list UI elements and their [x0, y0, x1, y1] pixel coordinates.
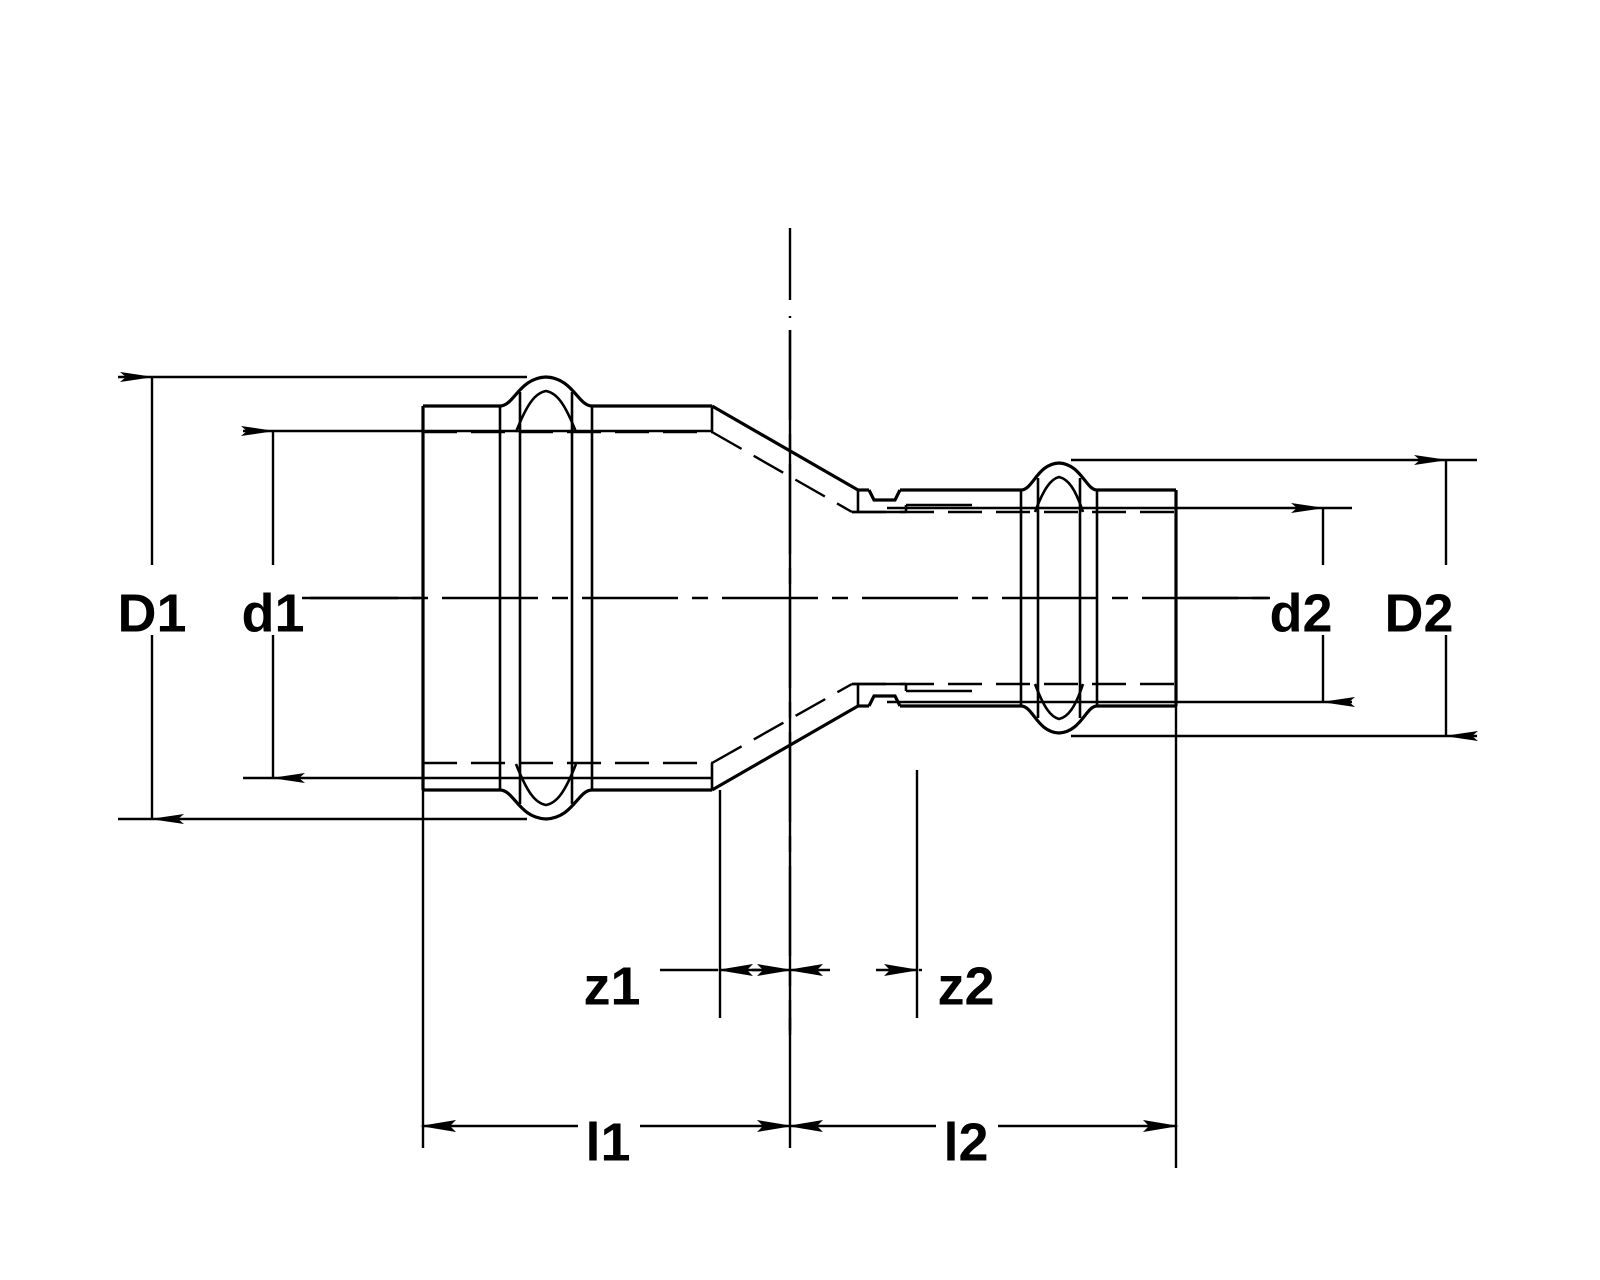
dimension-label-d1: d1 — [241, 583, 304, 643]
fitting-body-outline — [421, 375, 1178, 821]
dimension-D1: D1 — [117, 372, 187, 824]
extension-lines — [118, 375, 1477, 1168]
dimension-label-D2: D2 — [1384, 583, 1453, 643]
socket-shoulder-lines — [710, 406, 860, 790]
dimension-label-l1: l1 — [585, 1112, 630, 1172]
dimension-label-z1: z1 — [583, 956, 640, 1016]
bore-step-lines — [852, 503, 972, 693]
dimension-z1: z1 — [583, 956, 793, 1016]
dimension-label-d2: d2 — [1269, 583, 1332, 643]
dimension-D2: D2 — [1384, 455, 1478, 741]
dimension-l2: l2 — [787, 1112, 1179, 1172]
dimension-z2: z2 — [787, 956, 995, 1016]
dimension-l1: l1 — [420, 1112, 793, 1172]
dimension-label-z2: z2 — [937, 956, 994, 1016]
dimension-label-l2: l2 — [943, 1112, 988, 1172]
press-bead-detail-left — [498, 389, 594, 807]
dimension-label-D1: D1 — [117, 583, 186, 643]
dimension-d1: d1 — [241, 426, 420, 783]
dimension-d2: d2 — [1180, 503, 1355, 707]
